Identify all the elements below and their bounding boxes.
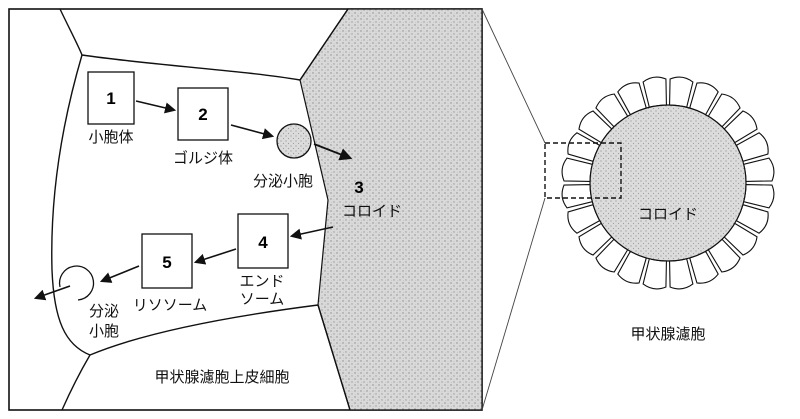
step-4-label-line2: ソーム	[240, 290, 285, 308]
step-1-number: 1	[106, 89, 115, 108]
step-1-box	[87, 71, 135, 125]
step-5-label: リソソーム	[133, 296, 208, 314]
arrow-vesicle-to-colloid	[313, 143, 353, 161]
cell-membrane-bottom-right	[317, 304, 351, 411]
follicle-label: 甲状腺濾胞	[630, 325, 705, 343]
step-3-number: 3	[354, 178, 363, 197]
cell-label: 甲状腺濾胞上皮細胞	[154, 368, 289, 386]
cell-membrane-left	[51, 54, 91, 356]
follicle-cell	[743, 183, 775, 209]
follicle-colloid	[589, 104, 747, 262]
step-5-number: 5	[162, 253, 171, 272]
connector-bottom	[481, 197, 546, 411]
cell-membrane-bottom-left	[61, 354, 91, 411]
arrow-1-to-2	[135, 100, 177, 114]
secretory-vesicle-bottom-label-line2: 小胞	[89, 322, 119, 340]
cell-membrane-lower	[89, 304, 319, 356]
arrow-4-to-5	[193, 248, 237, 265]
follicle-cell	[743, 157, 775, 183]
step-1: 1 小胞体	[87, 71, 135, 146]
step-2: 2 ゴルジ体	[173, 87, 233, 167]
follicle-cell	[668, 258, 694, 290]
step-5: 5 リソソーム	[133, 233, 208, 314]
step-4: 4 エンド ソーム	[237, 213, 289, 308]
step-4-number: 4	[258, 233, 268, 252]
secretory-vesicle-bottom	[58, 265, 95, 301]
secretory-vesicle-top-label: 分泌小胞	[253, 172, 313, 190]
arrow-vesicle-out	[33, 285, 71, 301]
step-1-label: 小胞体	[88, 128, 133, 146]
step-3-label: コロイド	[342, 202, 402, 220]
thyroid-follicle: コロイド	[561, 76, 775, 290]
secretory-vesicle-bottom-label-line1: 分泌	[89, 302, 119, 320]
follicle-cell	[561, 157, 593, 183]
step-4-box	[237, 213, 289, 269]
follicle-colloid-label: コロイド	[638, 205, 698, 223]
step-2-box	[177, 87, 229, 141]
arrow-5-to-vesicle	[99, 265, 140, 283]
follicle-cell	[561, 183, 593, 209]
follicle-cells	[561, 76, 775, 290]
follicle-cell	[668, 76, 694, 108]
arrow-2-to-vesicle	[230, 124, 275, 140]
zoom-region-box	[544, 142, 622, 199]
follicle-cell	[642, 258, 668, 290]
step-2-number: 2	[198, 105, 207, 124]
step-4-label-line1: エンド	[239, 272, 284, 290]
connector-top	[481, 8, 546, 144]
arrow-colloid-to-4	[289, 226, 334, 240]
step-2-label: ゴルジ体	[173, 149, 233, 167]
step-5-box	[141, 233, 193, 289]
secretory-vesicle-top	[276, 123, 312, 159]
follicle-cell	[642, 76, 668, 108]
cell-membrane-upper	[59, 8, 349, 81]
